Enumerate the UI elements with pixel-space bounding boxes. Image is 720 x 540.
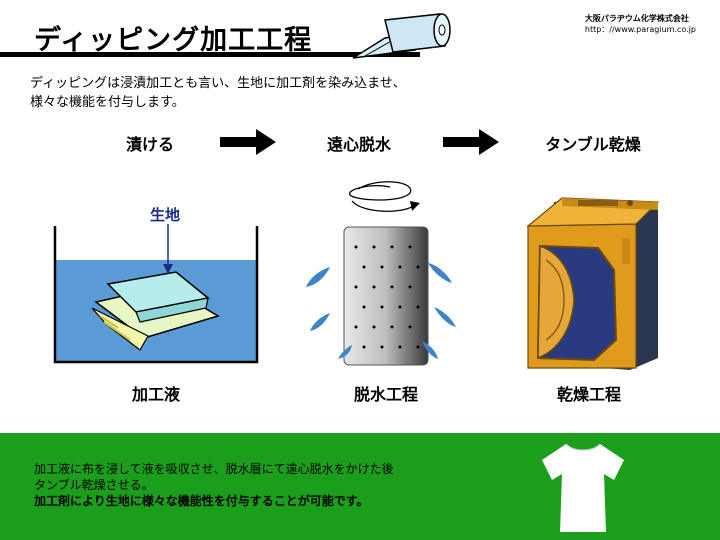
- step-label-tumble-dry: タンブル乾燥: [545, 135, 641, 154]
- tshirt-icon: [542, 443, 624, 532]
- company-name: 大阪パラヂウム化学株式会社: [584, 14, 689, 23]
- company-info: 大阪パラヂウム化学株式会社 http：//www.paragium.co.jp: [585, 13, 696, 35]
- water-drops: [306, 263, 456, 359]
- title-underline: [0, 52, 420, 57]
- page-title: ディッピング加工工程: [34, 25, 313, 56]
- drum-holes: [354, 245, 420, 349]
- step-label-soak: 漬ける: [125, 135, 175, 154]
- arrow-right-icon: [220, 129, 276, 155]
- caption-dehydration-process: 脱水工程: [353, 385, 419, 404]
- intro-line-1: ディッピングは浸漬加工とも言い、生地に加工剤を染み込ませ、: [30, 76, 406, 91]
- caption-drying-process: 乾燥工程: [556, 385, 622, 404]
- arrow-right-icon: [443, 129, 499, 155]
- spin-drum-icon: [306, 181, 456, 366]
- intro-line-2: 様々な機能を付与します。: [30, 95, 185, 110]
- dryer-icon: [526, 197, 660, 370]
- cloth-roll-icon: [352, 13, 451, 59]
- footer-line-2: タンブル乾燥させる。: [34, 478, 154, 492]
- fabric-label: 生地: [150, 206, 181, 224]
- caption-processing-liquid: 加工液: [131, 385, 181, 404]
- footer-line-1: 加工液に布を浸して液を吸収させ、脱水層にて遠心脱水をかけた後: [34, 462, 394, 476]
- company-url: http：//www.paragium.co.jp: [584, 25, 696, 34]
- footer-text: 加工液に布を浸して液を吸収させ、脱水層にて遠心脱水をかけた後 タンブル乾燥させる…: [34, 461, 394, 509]
- step-label-spin: 遠心脱水: [326, 135, 392, 154]
- intro-text: ディッピングは浸漬加工とも言い、生地に加工剤を染み込ませ、 様々な機能を付与しま…: [30, 74, 406, 112]
- tank-icon: [53, 224, 259, 364]
- footer-line-3: 加工剤により生地に様々な機能性を付与することが可能です。: [34, 494, 369, 508]
